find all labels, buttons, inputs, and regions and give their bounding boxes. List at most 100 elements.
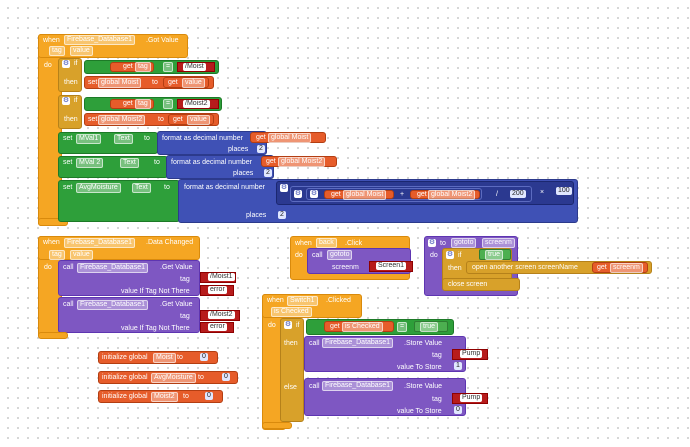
if-else-block[interactable]	[280, 318, 304, 422]
fb-component-dropdown[interactable]: Firebase_Database1	[77, 263, 148, 273]
get-tag-block[interactable]	[110, 62, 154, 72]
gear-icon-6[interactable]: ⚙	[428, 239, 436, 247]
store-value-one[interactable]: 1	[454, 362, 462, 370]
global-moist-dropdown[interactable]: global Moist	[98, 78, 142, 88]
if-block-2[interactable]	[58, 95, 82, 129]
gear-icon-5[interactable]: ⚙	[310, 190, 318, 198]
places-label-2: places	[233, 170, 254, 177]
global-moist2-dropdown-3[interactable]: global Moist2	[428, 190, 476, 200]
pump-text[interactable]: Pump	[460, 350, 483, 358]
global-moist-dropdown-3[interactable]: global Moist	[343, 190, 387, 200]
true-dropdown[interactable]: true	[485, 250, 504, 260]
text-prop-dropdown-3[interactable]: Text	[132, 183, 151, 193]
text-prop-dropdown[interactable]: Text	[114, 134, 133, 144]
init-value-avg[interactable]: 0	[222, 373, 230, 381]
init-global-moist-block[interactable]	[98, 351, 218, 364]
mval2-dropdown[interactable]: MVal 2	[76, 158, 104, 168]
component-dropdown[interactable]: Firebase_Database1	[64, 35, 135, 45]
format-decimal-block-2[interactable]	[166, 155, 274, 179]
gear-icon[interactable]: ⚙	[62, 60, 70, 68]
places-value-1[interactable]: 2	[257, 145, 265, 153]
is-checked-dropdown[interactable]: is Checked	[342, 322, 383, 332]
proc-name-field[interactable]: gototo	[451, 238, 477, 248]
get-label: get	[123, 63, 133, 70]
init-value-moist2[interactable]: 0	[205, 392, 213, 400]
param-tag-2[interactable]: tag	[49, 250, 65, 260]
global-moist2-dropdown[interactable]: global Moist2	[98, 115, 146, 125]
format-decimal-block-1[interactable]	[157, 131, 267, 155]
then-label-4: then	[284, 340, 298, 347]
param-value-2[interactable]: value	[70, 250, 93, 260]
gear-icon-3[interactable]: ⚙	[280, 184, 288, 192]
multiplier-100[interactable]: 100	[556, 187, 572, 195]
fb-component-dropdown-3[interactable]: Firebase_Database1	[322, 338, 393, 348]
tag-dropdown[interactable]: tag	[135, 62, 151, 72]
moist2-text[interactable]: /Moist2	[208, 311, 235, 319]
set-mval1-block[interactable]	[58, 132, 158, 154]
gototo-dropdown[interactable]: gototo	[327, 250, 353, 260]
value-dropdown-2[interactable]: value	[187, 115, 210, 125]
error-text-2[interactable]: error	[208, 323, 227, 331]
param-tag[interactable]: tag	[49, 46, 65, 56]
places-label: places	[228, 146, 249, 153]
error-text[interactable]: error	[208, 286, 227, 294]
gear-icon-4[interactable]: ⚙	[294, 190, 302, 198]
global-name-avg[interactable]: AvgMoisture	[151, 373, 196, 383]
gear-icon-2[interactable]: ⚙	[62, 97, 70, 105]
init-global-moist2-block[interactable]	[98, 390, 223, 403]
places-value-2[interactable]: 2	[264, 169, 272, 177]
tag-arg-label-3: tag	[432, 352, 442, 359]
data-changed-event-header[interactable]	[38, 236, 200, 260]
global-moist-dropdown-2[interactable]: global Moist	[268, 133, 312, 143]
if-block-1[interactable]	[58, 58, 82, 92]
global-name-moist[interactable]: Moist	[153, 353, 176, 363]
event-when-label-4: when	[267, 297, 284, 304]
param-value[interactable]: value	[70, 46, 93, 56]
moist1-text[interactable]: /Moist1	[208, 273, 235, 281]
store-value-block-2[interactable]	[304, 378, 466, 416]
tag-dropdown-2[interactable]: tag	[135, 99, 151, 109]
divide-label: /	[496, 191, 498, 198]
back-component-dropdown[interactable]: back	[316, 238, 337, 248]
screenm-dropdown[interactable]: screenm	[610, 263, 643, 273]
store-value-block-1[interactable]	[304, 336, 466, 372]
global-name-moist2[interactable]: Moist2	[151, 392, 178, 402]
moist2-path-text[interactable]: /Moist2	[183, 100, 210, 108]
gear-icon-8[interactable]: ⚙	[284, 321, 292, 329]
param-is-checked[interactable]: is Checked	[271, 307, 312, 317]
call-get-value-block-1[interactable]	[58, 260, 200, 296]
gear-icon-7[interactable]: ⚙	[446, 251, 454, 259]
set-avg-block[interactable]	[58, 180, 180, 222]
moist-path-text[interactable]: /Moist	[183, 63, 206, 71]
call-get-value-block-2[interactable]	[58, 297, 200, 333]
init-global-avg-block[interactable]	[98, 371, 238, 384]
init-value-moist[interactable]: 0	[200, 353, 208, 361]
divisor-200[interactable]: 200	[510, 190, 526, 198]
switch-component-dropdown[interactable]: Switch1	[287, 296, 318, 306]
proc-param-screenm[interactable]: screenm	[482, 238, 515, 248]
switch-clicked-event-header[interactable]	[262, 294, 362, 318]
avg-dropdown[interactable]: AvgMoisture	[76, 183, 121, 193]
equals-dropdown-3[interactable]: =	[397, 322, 408, 332]
set-mval2-block[interactable]	[58, 156, 168, 178]
text-prop-dropdown-2[interactable]: Text	[120, 158, 139, 168]
fb-component-dropdown-4[interactable]: Firebase_Database1	[322, 381, 393, 391]
value-dropdown[interactable]: value	[182, 78, 205, 88]
places-value-3[interactable]: 2	[278, 211, 286, 219]
event-when-label-2: when	[43, 239, 60, 246]
component-dropdown-2[interactable]: Firebase_Database1	[64, 238, 135, 248]
mval1-dropdown[interactable]: MVal1	[76, 134, 102, 144]
get-tag-block-2[interactable]	[110, 99, 154, 109]
screen1-text[interactable]: Screen1	[376, 262, 407, 270]
else-label: else	[284, 384, 297, 391]
close-screen-block[interactable]	[442, 278, 520, 291]
global-moist2-dropdown-2[interactable]: global Moist2	[278, 157, 326, 167]
fb-component-dropdown-2[interactable]: Firebase_Database1	[77, 300, 148, 310]
pump-text-2[interactable]: Pump	[460, 394, 483, 402]
equals-dropdown[interactable]: =	[163, 62, 174, 72]
get-label-4: get	[173, 116, 183, 123]
true-dropdown-2[interactable]: true	[420, 322, 439, 332]
store-value-zero[interactable]: 0	[454, 406, 462, 414]
get-value-method-label: .Get Value	[160, 264, 193, 271]
equals-dropdown-2[interactable]: =	[163, 99, 174, 109]
